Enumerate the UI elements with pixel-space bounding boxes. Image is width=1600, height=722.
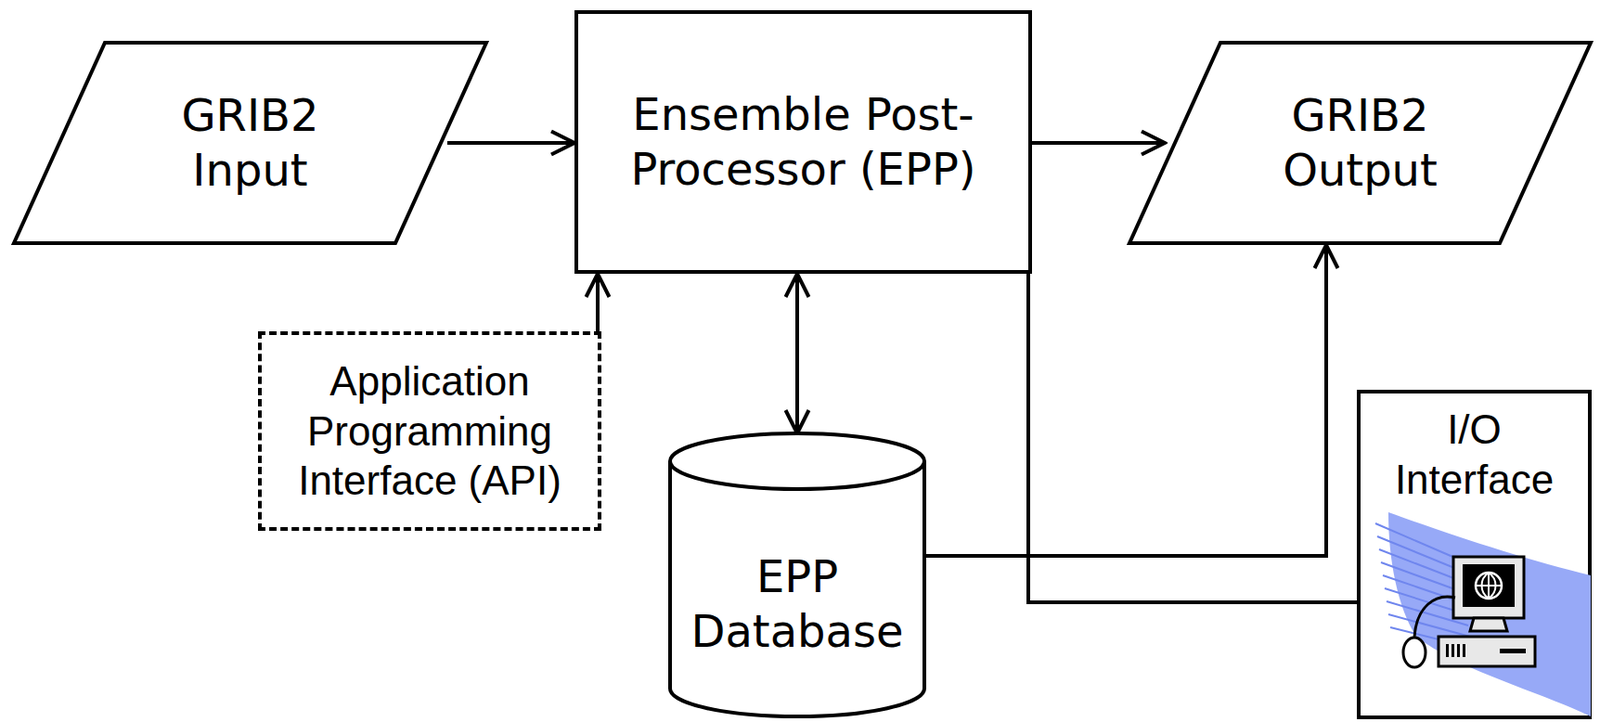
text-block: Application Programming Interface (API) xyxy=(261,356,598,506)
globe-lines xyxy=(1475,572,1502,599)
cylinder-shape xyxy=(670,433,925,717)
node-label: EPP Database xyxy=(690,549,904,659)
keys xyxy=(1462,644,1466,658)
mouse xyxy=(1403,637,1426,668)
database-cylinder: EPP Database xyxy=(668,433,927,719)
node-label: Ensemble Post-Processor (EPP) xyxy=(578,87,1029,196)
io-interface-box: I/O Interface xyxy=(1356,389,1592,720)
parallelogram-shape xyxy=(1129,42,1591,244)
keys xyxy=(1451,644,1455,658)
connector xyxy=(1028,273,1357,603)
keyboard xyxy=(1438,636,1536,667)
cylinder-rim xyxy=(670,461,925,490)
node-label: GRIB2 Input xyxy=(180,88,319,197)
screen xyxy=(1462,564,1515,607)
connector xyxy=(926,245,1327,556)
text-block: Ensemble Post-Processor (EPP) xyxy=(578,87,1029,196)
node-label: Application Programming Interface (API) xyxy=(261,356,598,506)
process-box: Ensemble Post-Processor (EPP) xyxy=(574,10,1033,274)
keys xyxy=(1457,644,1460,658)
text-block: EPP Database xyxy=(690,549,904,659)
text-block: I/O Interface xyxy=(1394,404,1554,504)
text-block: GRIB2 Input xyxy=(180,88,319,197)
monitor xyxy=(1453,556,1524,619)
connector xyxy=(447,141,575,145)
connector xyxy=(795,273,800,434)
output-parallelogram: GRIB2 Output xyxy=(1127,40,1593,246)
keys xyxy=(1445,644,1449,658)
swoosh-stroke xyxy=(1380,562,1463,593)
connector xyxy=(595,273,600,332)
keys xyxy=(1499,648,1526,654)
globe xyxy=(1475,572,1502,599)
input-parallelogram: GRIB2 Input xyxy=(12,40,489,246)
parallelogram-outline xyxy=(1127,40,1593,246)
parallelogram-shape xyxy=(13,42,487,244)
monitor-stand xyxy=(1470,618,1508,632)
text-block: GRIB2 Output xyxy=(1282,88,1438,197)
parallelogram-outline xyxy=(12,40,489,246)
node-label: GRIB2 Output xyxy=(1282,88,1438,197)
connector xyxy=(1032,141,1165,145)
api-box: Application Programming Interface (API) xyxy=(258,331,602,531)
mouse-cable xyxy=(1414,596,1456,638)
node-label: I/O Interface xyxy=(1394,404,1554,504)
